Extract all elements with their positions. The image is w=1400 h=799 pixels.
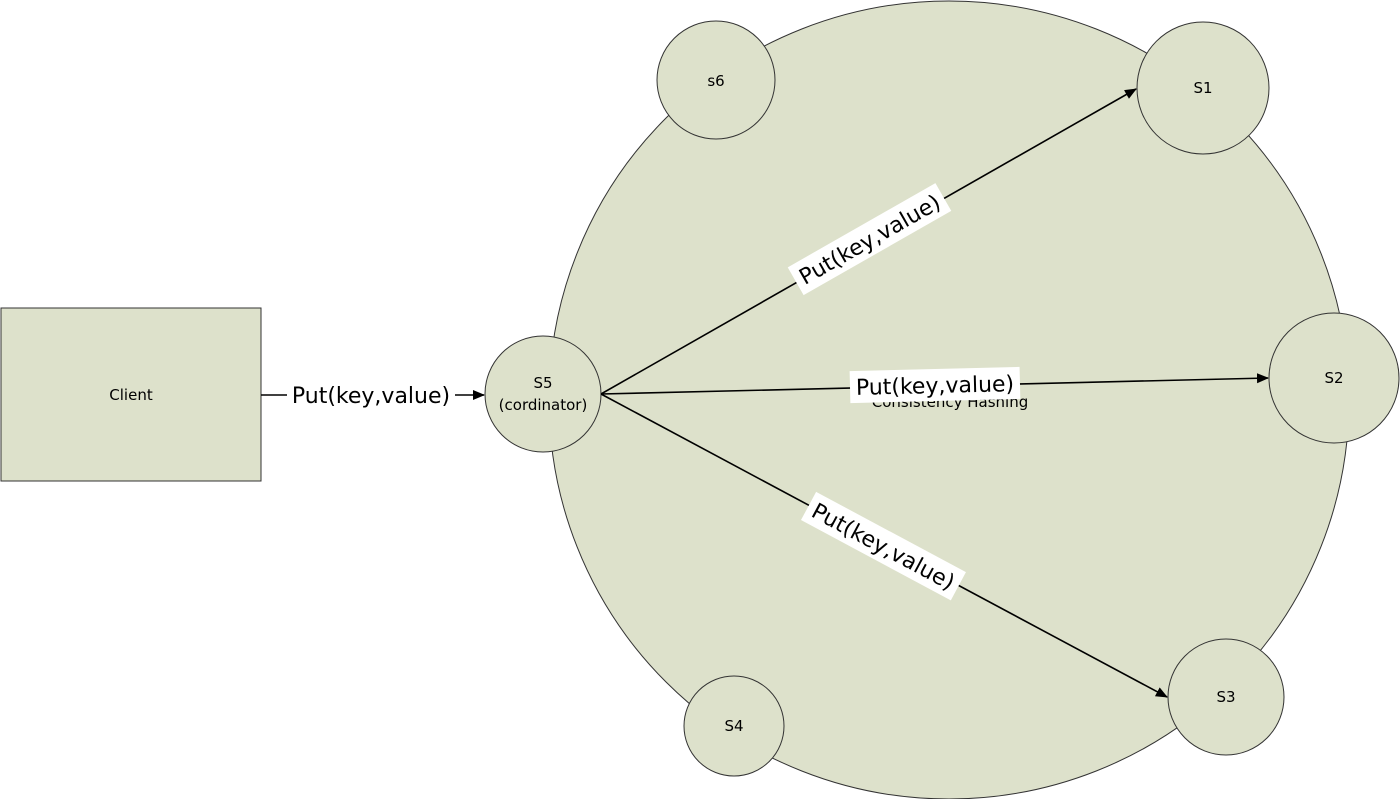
client-label: Client (109, 386, 153, 404)
node-s2[interactable]: S2 (1268, 312, 1400, 444)
node-s4[interactable]: S4 (683, 675, 785, 777)
node-s3-circle (1167, 638, 1285, 756)
node-s5-sublabel: (cordinator) (499, 396, 588, 414)
node-s1-circle (1136, 21, 1270, 155)
client-box[interactable] (0, 307, 262, 482)
edge-client-to-s5-label-group: Put(key,value) (287, 380, 455, 410)
edge-client-to-s5-label: Put(key,value) (292, 384, 450, 409)
edge-s5-to-s2-label-group: Put(key,value) (849, 366, 1021, 404)
node-s5-coordinator[interactable]: S5 (cordinator) (484, 335, 602, 453)
node-s1[interactable]: S1 (1136, 21, 1270, 155)
node-s2-label: S2 (1324, 369, 1343, 387)
node-s3[interactable]: S3 (1167, 638, 1285, 756)
node-s1-label: S1 (1193, 79, 1212, 97)
node-s6-label: s6 (707, 72, 724, 90)
node-s2-circle (1268, 312, 1400, 444)
node-s5-circle (484, 335, 602, 453)
node-s6[interactable]: s6 (656, 20, 776, 140)
node-s6-circle (656, 20, 776, 140)
node-s5-label: S5 (533, 374, 552, 392)
node-s4-circle (683, 675, 785, 777)
edge-s5-to-s2-label: Put(key,value) (856, 372, 1015, 401)
node-s3-label: S3 (1216, 688, 1235, 706)
node-s4-label: S4 (724, 717, 743, 735)
